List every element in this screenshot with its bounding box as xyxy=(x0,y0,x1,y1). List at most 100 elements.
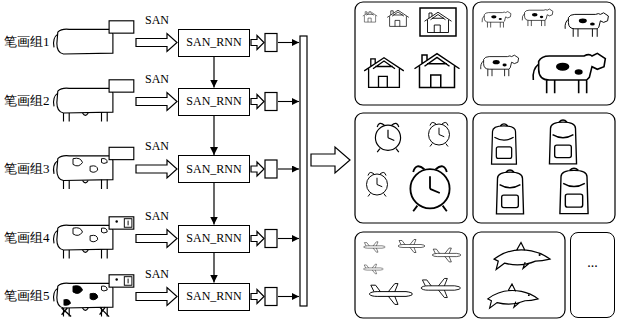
node-text: ... xyxy=(587,255,598,270)
output-vector xyxy=(265,34,307,307)
category-sample-part xyxy=(565,13,608,37)
hollow-arrow-part xyxy=(251,95,264,109)
module-label: SAN xyxy=(145,140,169,153)
hollow-arrow-part xyxy=(136,160,177,178)
hollow-arrow xyxy=(136,34,350,306)
stroke-sketch-part-part xyxy=(62,286,110,317)
module-label: SAN xyxy=(145,210,169,223)
recurrent-arrow xyxy=(213,116,214,156)
output-vector-part xyxy=(265,160,277,178)
category-sample-part xyxy=(481,55,519,76)
hollow-arrow-part xyxy=(136,230,177,248)
category-sample-part xyxy=(410,166,449,211)
category-sample-part xyxy=(364,58,404,88)
category-sample-part xyxy=(420,8,456,36)
category-panel-part xyxy=(473,2,615,105)
stroke-sketch-part-part xyxy=(73,158,107,172)
node-text: SAN_RNN xyxy=(186,162,241,177)
recurrent-arrow xyxy=(213,183,214,225)
stroke-sketch-part xyxy=(54,147,134,189)
category-sample-part xyxy=(488,284,538,308)
stroke-sketch-part-part xyxy=(64,180,108,190)
merge-line-part xyxy=(278,238,299,239)
output-vector-part xyxy=(265,34,277,52)
category-sample-part xyxy=(522,9,553,26)
stroke-sketch-part xyxy=(54,217,134,259)
recurrent-arrow xyxy=(213,253,214,283)
category-sample-part xyxy=(363,264,383,274)
category-panel-part xyxy=(355,2,467,105)
stroke-sketch-part-part xyxy=(54,217,134,250)
merge-line-part xyxy=(278,101,299,102)
more-panel: ... xyxy=(570,232,615,318)
stroke-sketch-part-part xyxy=(64,249,108,259)
stroke-sketch-part xyxy=(54,80,134,122)
output-vector-part xyxy=(265,230,277,248)
process-box: SAN_RNN xyxy=(178,88,250,116)
category-sample-part xyxy=(363,11,377,22)
category-sample-part xyxy=(425,12,452,32)
category-sample-part xyxy=(492,124,517,164)
module-label: SAN xyxy=(145,14,169,27)
category-sample-part xyxy=(369,284,412,305)
group-label: 笔画组3 xyxy=(4,162,50,176)
recurrent-arrow xyxy=(213,57,214,88)
stroke-sketch-part-part xyxy=(115,277,131,286)
category-sample-part xyxy=(421,278,461,297)
category-sample-part xyxy=(429,122,450,146)
category-sample-part xyxy=(375,123,400,152)
category-panel xyxy=(355,2,615,318)
process-box: SAN_RNN xyxy=(178,29,250,57)
category-sample-part xyxy=(533,53,605,93)
stroke-sketch-part-part xyxy=(54,147,134,180)
node-text: SAN_RNN xyxy=(186,231,241,246)
module-label: SAN xyxy=(145,268,169,281)
node-text: SAN_RNN xyxy=(186,35,241,50)
hollow-arrow-part xyxy=(311,147,350,173)
hollow-arrow-part xyxy=(136,93,177,111)
stroke-sketch-part-part xyxy=(73,228,107,242)
category-sample-part xyxy=(387,10,409,26)
category-sample-part xyxy=(496,170,523,214)
stroke-sketch-part-part xyxy=(64,112,108,122)
hollow-arrow-part xyxy=(136,288,177,306)
stroke-sketch xyxy=(54,21,134,317)
process-box: SAN_RNN xyxy=(178,225,250,253)
category-sample-part xyxy=(364,242,386,252)
category-sample-part xyxy=(432,248,461,262)
category-sample-part xyxy=(482,12,511,28)
group-label: 笔画组1 xyxy=(4,35,50,49)
output-vector-part xyxy=(265,288,277,306)
stroke-sketch-part-part xyxy=(115,219,131,228)
hollow-arrow-part xyxy=(136,34,177,52)
output-vector-part xyxy=(265,93,277,111)
hollow-arrow-part xyxy=(251,36,264,50)
category-sample-part xyxy=(549,120,576,164)
category-sample-part xyxy=(415,54,460,88)
merge-line xyxy=(278,43,299,297)
group-label: 笔画组2 xyxy=(4,94,50,108)
merge-line-part xyxy=(278,296,299,297)
node-text: SAN_RNN xyxy=(186,94,241,109)
category-panel-part xyxy=(355,232,467,318)
category-sample-part xyxy=(494,243,550,270)
category-sample-part xyxy=(367,172,388,196)
hollow-arrow-part xyxy=(251,290,264,304)
stroke-sketch-part xyxy=(54,21,134,54)
category-sample-part xyxy=(560,168,588,214)
category-sample-part xyxy=(398,240,425,253)
process-box: SAN_RNN xyxy=(178,155,250,183)
category-panel-part xyxy=(473,232,565,318)
category-panel-part xyxy=(473,113,615,223)
merge-line-part xyxy=(278,168,299,169)
group-label: 笔画组5 xyxy=(4,289,50,303)
hollow-arrow-part xyxy=(251,162,264,176)
hollow-arrow-part xyxy=(251,232,264,246)
category-panel-part xyxy=(355,113,467,223)
module-label: SAN xyxy=(145,73,169,86)
group-label: 笔画组4 xyxy=(4,231,50,245)
output-vector-part xyxy=(300,36,307,306)
